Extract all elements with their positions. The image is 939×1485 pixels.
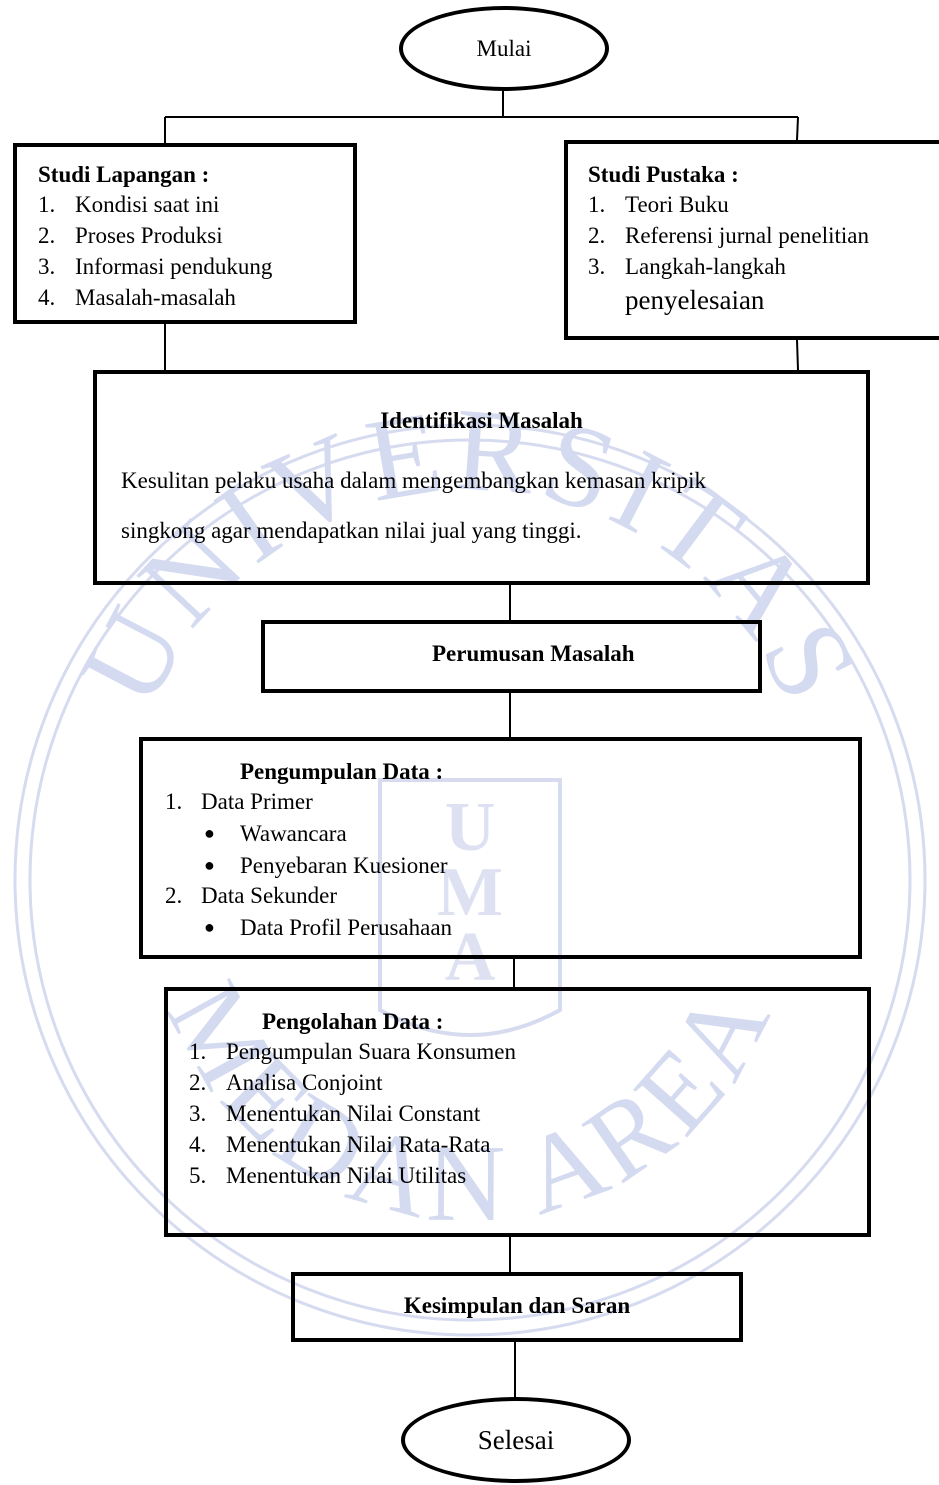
sub-list-item: Wawancara [240,821,347,846]
perumusan-title: Perumusan Masalah [432,641,635,666]
list-number: 2. [588,223,606,248]
sub-list-item: Penyebaran Kuesioner [240,853,448,878]
list-item: Analisa Conjoint [226,1070,383,1095]
list-number: 3. [38,254,56,279]
list-item: Data Sekunder [201,883,338,908]
bullet-icon: ● [204,823,215,843]
list-number: 5. [189,1163,207,1188]
list-item: Menentukan Nilai Constant [226,1101,481,1126]
pengolahan-data-box: Pengolahan Data : 1. Pengumpulan Suara K… [164,987,871,1237]
sub-list-item: Data Profil Perusahaan [240,915,453,940]
identifikasi-masalah-box: Identifikasi Masalah Kesulitan pelaku us… [93,370,870,585]
list-number: 2. [38,223,56,248]
kesimpulan-saran-box: Kesimpulan dan Saran [291,1272,743,1342]
list-number: 1. [38,192,56,217]
list-item: Pengumpulan Suara Konsumen [226,1039,517,1064]
start-label: Mulai [476,36,532,61]
list-number: 3. [189,1101,207,1126]
bullet-icon: ● [204,855,215,875]
list-item: Informasi pendukung [75,254,273,279]
list-number: 4. [189,1132,207,1157]
list-item: Kondisi saat ini [75,192,220,217]
list-item: Masalah-masalah [75,285,236,310]
list-number: 1. [165,789,183,814]
list-item: Menentukan Nilai Rata-Rata [226,1132,491,1157]
list-item: Menentukan Nilai Utilitas [226,1163,467,1188]
pengolahan-title: Pengolahan Data : [262,1009,444,1034]
pengumpulan-data-box: Pengumpulan Data : 1. Data Primer ● Wawa… [139,737,862,959]
end-terminal: Selesai [401,1397,631,1483]
list-item: Langkah-langkah [625,254,786,279]
studi-lapangan-box: Studi Lapangan : 1. Kondisi saat ini 2. … [13,143,357,324]
list-item: Data Primer [201,789,313,814]
studi-pustaka-box: Studi Pustaka : 1. Teori Buku 2. Referen… [564,140,939,340]
list-number: 4. [38,285,56,310]
identifikasi-text-line2: singkong agar mendapatkan nilai jual yan… [121,518,582,543]
list-number: 2. [165,883,183,908]
kesimpulan-title: Kesimpulan dan Saran [403,1293,631,1318]
bullet-icon: ● [204,917,215,937]
studi-lapangan-title: Studi Lapangan : [38,162,210,187]
list-number: 3. [588,254,606,279]
list-item: Referensi jurnal penelitian [625,223,869,248]
perumusan-masalah-box: Perumusan Masalah [261,620,762,693]
list-number: 2. [189,1070,207,1095]
list-number: 1. [189,1039,207,1064]
start-terminal: Mulai [399,6,609,91]
list-item: Proses Produksi [75,223,223,248]
pengumpulan-title: Pengumpulan Data : [240,759,444,784]
studi-pustaka-title: Studi Pustaka : [588,162,739,187]
list-item: Teori Buku [625,192,729,217]
end-label: Selesai [477,1424,555,1455]
list-item-continuation: penyelesaian [625,285,765,315]
list-number: 1. [588,192,606,217]
identifikasi-title: Identifikasi Masalah [380,408,583,433]
identifikasi-text-line1: Kesulitan pelaku usaha dalam mengembangk… [121,468,707,493]
